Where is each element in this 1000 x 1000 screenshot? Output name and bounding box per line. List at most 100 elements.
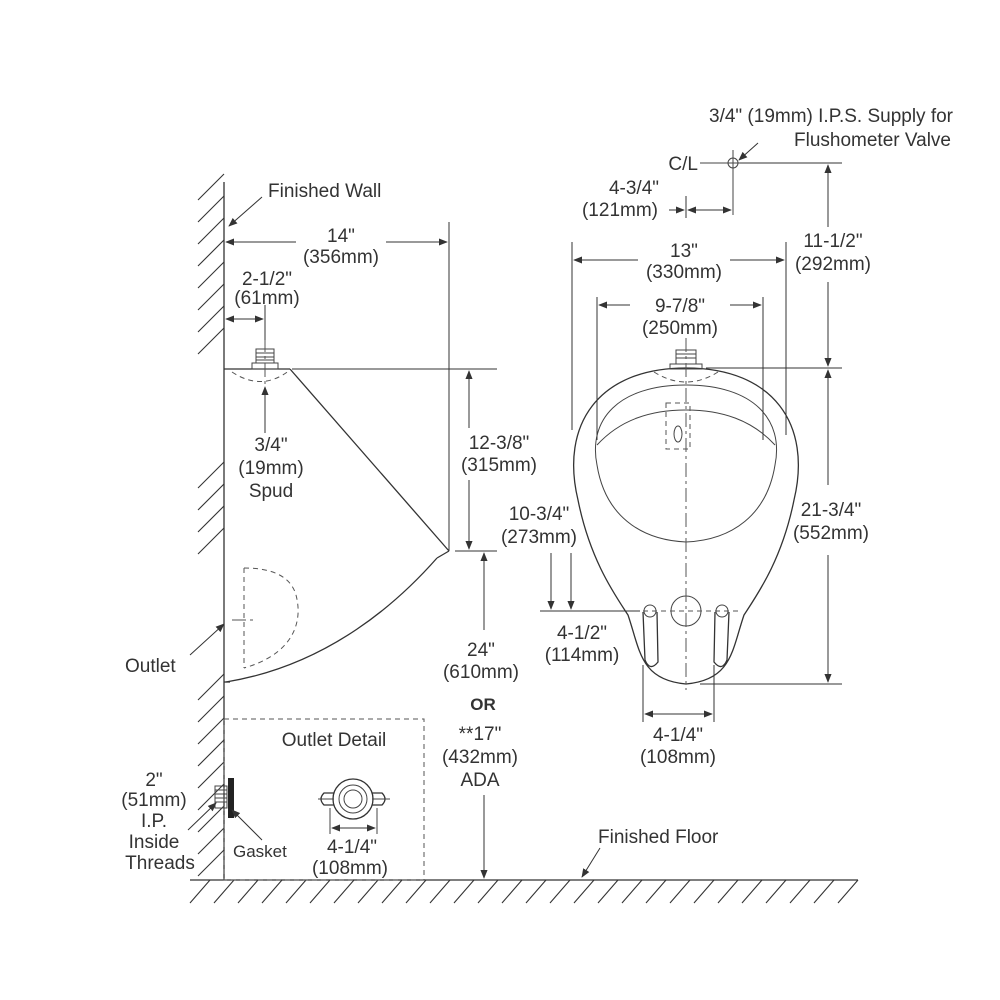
dim-detail-spacing-metric: (108mm) [312,858,388,879]
threads-label-line4: Inside [129,832,180,853]
outlet-label: Outlet [125,656,176,677]
hatch-line [501,879,523,904]
hatch-line [197,461,225,489]
hatch-line [213,879,235,904]
dim-depth-metric: (356mm) [303,247,379,268]
dim-mount-spacing-imperial: 4-1/4" [653,725,703,746]
dim-bowl-width-imperial: 9-7/8" [655,296,705,317]
finished-floor-label: Finished Floor [598,827,719,848]
threads-label-line1: 2" [145,770,162,791]
hatch-line [669,879,691,904]
hatch-line [197,505,225,533]
wall-hatching [197,173,225,877]
dim-rim-height-metric: (610mm) [443,662,519,683]
hatch-line [477,879,499,904]
outlet-flange [318,778,390,820]
ada-label-line3: ADA [460,770,499,791]
hatch-line [765,879,787,904]
dim-overall-height-metric: (552mm) [793,523,869,544]
threads-label-line5: Threads [125,853,195,874]
hatch-line [197,195,225,223]
finished-wall-label: Finished Wall [268,181,381,202]
finished-wall [197,173,225,880]
hatch-line [197,483,225,511]
hatch-line [357,879,379,904]
dim-outlet-center-imperial: 4-1/2" [557,623,607,644]
hatch-line [285,879,307,904]
side-view [224,338,450,683]
threads-label-line2: (51mm) [121,790,186,811]
outlet-detail-label: Outlet Detail [282,730,387,751]
finished-floor [189,879,859,904]
spud-label-line2: (19mm) [238,458,303,479]
hatch-line [197,217,225,245]
dim-outlet-height-imperial: 10-3/4" [509,504,570,525]
hatch-line [645,879,667,904]
front-view [573,150,799,690]
hatch-line [429,879,451,904]
hatch-line [197,739,225,767]
hatch-line [309,879,331,904]
outlet-detail [214,718,425,881]
hatch-line [197,305,225,333]
dim-detail-spacing-imperial: 4-1/4" [327,837,377,858]
hatch-line [741,879,763,904]
hatch-line [197,827,225,855]
hatch-line [333,879,355,904]
hatch-line [549,879,571,904]
hatch-line [453,879,475,904]
hatch-line [189,879,211,904]
hatch-line [197,173,225,201]
hatch-line [237,879,259,904]
dim-spud-offset-imperial: 2-1/2" [242,269,292,290]
dim-top-height-imperial: 12-3/8" [469,433,530,454]
threads-label-line3: I.P. [141,811,167,832]
hatch-line [837,879,859,904]
or-label: OR [470,695,496,714]
hatch-line [573,879,595,904]
dim-width-imperial: 13" [670,241,698,262]
hatch-line [525,879,547,904]
hatch-line [197,717,225,745]
hatch-line [621,879,643,904]
dim-depth-imperial: 14" [327,226,355,247]
gasket-label: Gasket [233,842,287,861]
hatch-line [197,261,225,289]
hatch-line [197,673,225,701]
hatch-line [197,527,225,555]
hatch-line [197,805,225,833]
supply-label-line1: 3/4" (19mm) I.P.S. Supply for [709,106,954,127]
hatch-line [693,879,715,904]
dim-outlet-center-metric: (114mm) [545,645,620,666]
dim-top-height-metric: (315mm) [461,455,537,476]
hatch-line [197,239,225,267]
dim-width-metric: (330mm) [646,262,722,283]
gasket-assembly [214,778,234,818]
supply-label-line2: Flushometer Valve [794,130,951,151]
hatch-line [261,879,283,904]
dim-supply-offset-metric: (121mm) [582,200,658,221]
dim-spud-offset-metric: (61mm) [234,288,299,309]
dim-rim-height-imperial: 24" [467,640,495,661]
hatch-line [813,879,835,904]
hatch-line [381,879,403,904]
dim-supply-height-imperial: 11-1/2" [803,231,862,252]
spud-label-line3: Spud [249,481,293,502]
dimension-lines [187,142,842,879]
ada-label-line2: (432mm) [442,747,518,768]
hatch-line [197,783,225,811]
dim-outlet-height-metric: (273mm) [501,527,577,548]
hatch-line [197,327,225,355]
dim-supply-offset-imperial: 4-3/4" [609,178,659,199]
dim-overall-height-imperial: 21-3/4" [801,500,862,521]
labels: 3/4" (19mm) I.P.S. Supply for Flushomete… [121,106,953,879]
hatch-line [405,879,427,904]
dim-mount-spacing-metric: (108mm) [640,747,716,768]
hatch-line [197,695,225,723]
floor-hatching [189,879,859,904]
hatch-line [789,879,811,904]
hatch-line [197,849,225,877]
dim-supply-height-metric: (292mm) [795,254,871,275]
centerline-label: C/L [668,154,698,175]
